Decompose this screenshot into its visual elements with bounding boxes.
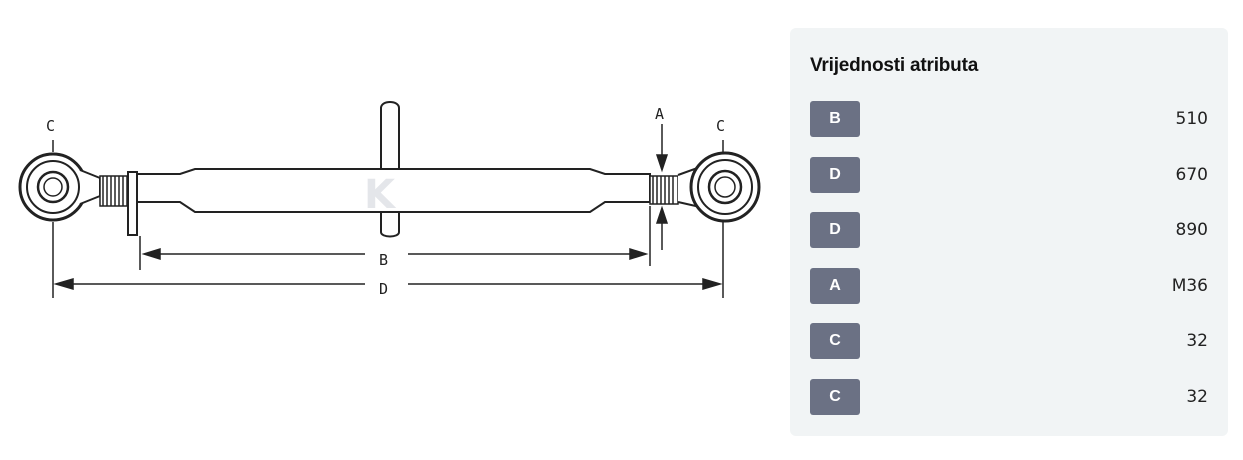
attribute-row: C 32 [810,323,1208,359]
label-b: B [379,251,388,269]
attribute-key-badge: A [810,267,860,304]
label-a: A [655,105,664,123]
left-thread [99,175,131,207]
attribute-key-badge: C [810,378,860,415]
attribute-value: 32 [1186,331,1208,351]
attribute-key-badge: D [810,212,860,248]
top-link-diagram: K B [18,101,761,298]
label-c-right: C [716,117,725,135]
attribute-row: A M36 [810,267,1208,304]
attribute-key-badge: D [810,156,860,193]
attribute-value: M36 [1171,275,1208,296]
flange [127,171,138,236]
handle-top [380,101,400,170]
attribute-value: 32 [1186,386,1208,407]
attribute-value: 670 [1175,164,1208,185]
attribute-key-badge: B [810,101,860,137]
panel-title: Vrijednosti atributa [810,55,979,76]
dimension-d [53,277,723,291]
attribute-row: D 670 [810,156,1208,193]
attribute-values-panel: Vrijednosti atributa B 510 D 670 D 890 A… [790,28,1228,436]
dimension-a [655,124,669,250]
attribute-row: B 510 [810,101,1208,137]
attribute-value: 890 [1175,220,1208,240]
label-c-left: C [46,117,55,135]
attribute-row: C 32 [810,378,1208,415]
watermark-logo: K [364,172,397,218]
right-ball-joint [677,151,761,223]
label-d: D [379,280,388,298]
attribute-list: B 510 D 670 D 890 A M36 C 32 C 32 [810,101,1208,415]
attribute-value: 510 [1175,109,1208,129]
handle-bottom [380,211,400,238]
attribute-key-badge: C [810,323,860,359]
dimension-b [141,247,649,261]
left-ball-joint [18,152,101,222]
extension-lines [52,140,724,298]
attribute-row: D 890 [810,212,1208,248]
diagram-svg: K B [18,101,761,298]
right-thread [649,175,679,205]
